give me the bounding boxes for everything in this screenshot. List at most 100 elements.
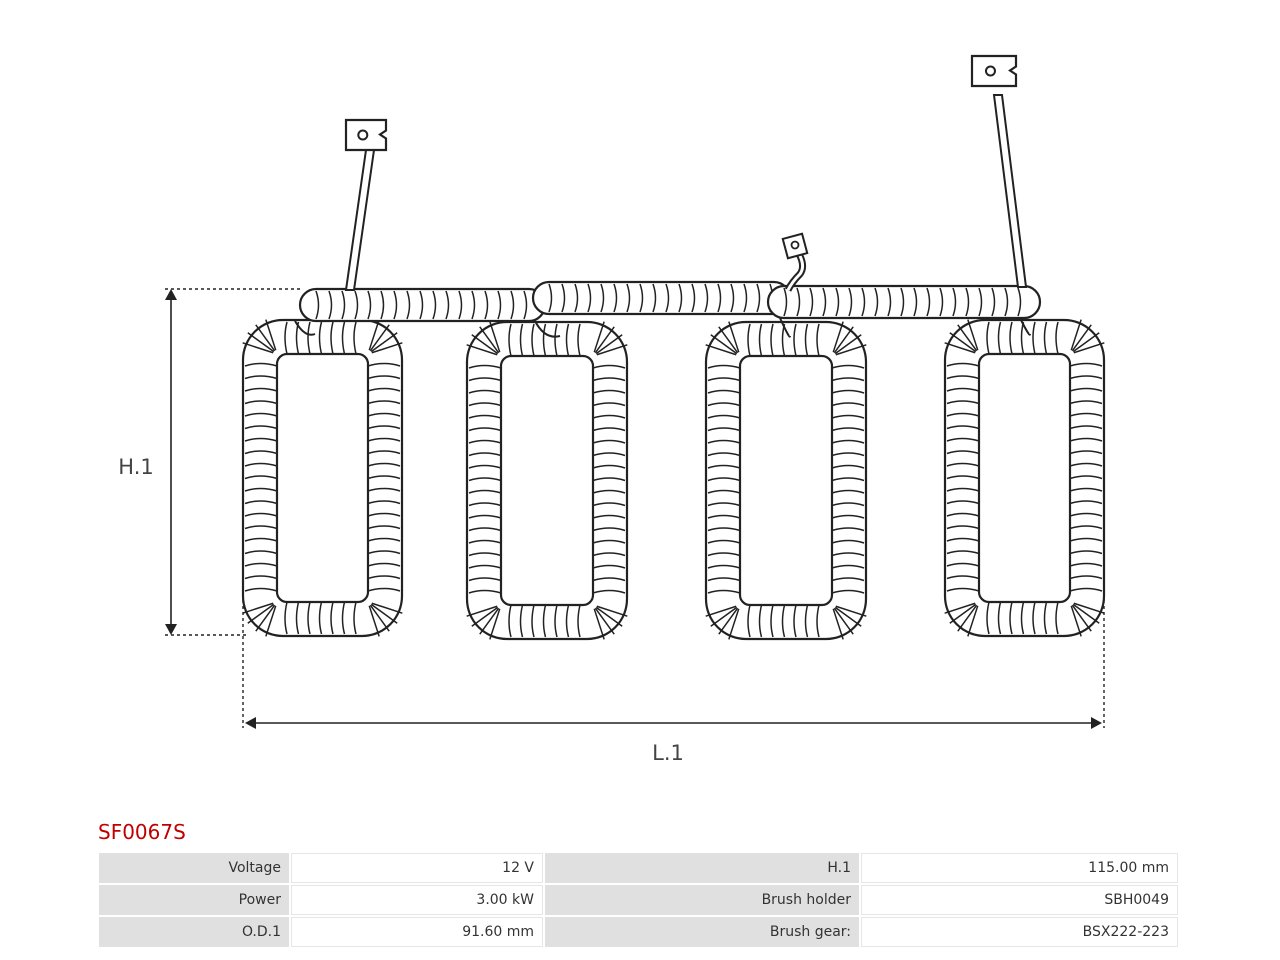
bus-winding-mark [809,287,814,317]
winding-mark [1072,603,1100,624]
winding-mark [1069,462,1103,467]
bus-winding-mark [484,290,489,320]
coil-inner [738,354,834,607]
bus-winding-mark [380,290,385,320]
winding-mark [577,323,581,357]
winding-mark [367,562,401,567]
winding-mark [592,402,626,407]
winding-mark [244,550,278,555]
winding-mark [944,602,976,614]
bus-winding-mark [900,287,905,317]
winding-mark [997,321,1002,355]
winding-mark [592,527,626,532]
winding-mark [592,502,626,507]
winding-mark [986,321,990,355]
winding-mark [1069,550,1103,555]
winding-mark [946,537,980,542]
winding-mark [554,323,558,357]
winding-mark [265,605,277,637]
winding-mark [1069,525,1103,530]
spec-value: SBH0049 [861,885,1178,915]
winding-mark [946,462,980,467]
winding-mark [834,334,862,355]
winding-mark [831,577,865,582]
bus-winding-mark [354,290,359,320]
part-code: SF0067S [98,820,186,844]
spec-value: 12 V [291,853,543,883]
height-arrow-top [165,289,177,300]
winding-mark [946,475,980,480]
bus-winding-mark [848,287,853,317]
winding-mark [1069,437,1103,442]
winding-mark [1069,425,1103,430]
dimension-lines [165,288,1105,729]
bus-winding-mark [743,283,748,313]
winding-mark [244,462,278,467]
winding-mark [831,402,865,407]
field-coils [241,318,1106,641]
winding-mark [1071,324,1092,352]
bus-segment [531,280,792,316]
winding-mark [367,525,401,530]
winding-mark [1069,487,1103,492]
spec-label: Brush gear: [545,917,859,947]
bus-winding-mark [783,287,788,317]
winding-mark [1069,450,1103,455]
bus-winding-mark [704,283,709,313]
winding-mark [707,464,741,469]
winding-mark [367,450,401,455]
winding-mark [946,512,980,517]
bus-winding-mark [1017,287,1022,317]
winding-mark [330,321,334,355]
winding-mark [468,389,502,394]
winding-mark [1069,500,1103,505]
bus-winding-mark [678,283,683,313]
winding-mark [758,604,763,638]
winding-mark [946,437,980,442]
winding-mark [367,475,401,480]
winding-mark [1070,605,1082,637]
winding-mark [946,525,980,530]
winding-mark [596,605,628,617]
winding-mark [946,387,980,392]
winding-mark [592,414,626,419]
winding-mark [592,364,626,369]
winding-mark [707,589,741,594]
winding-mark [705,344,737,356]
bus-winding-mark [341,290,346,320]
coil-inner [275,352,370,604]
winding-mark [595,606,623,627]
winding-mark [946,400,980,405]
winding-mark [307,321,311,355]
winding-mark [707,527,741,532]
winding-mark [707,477,741,482]
bus-winding-mark [717,283,722,313]
bus-winding-mark [497,290,502,320]
connection-bus [294,280,1042,338]
winding-mark [593,321,605,353]
winding-mark [946,487,980,492]
winding-mark [468,452,502,457]
winding-mark [781,604,786,638]
winding-mark [369,604,390,632]
bus-winding-mark [587,283,592,313]
winding-mark [244,400,278,405]
winding-mark [946,587,980,592]
bus-winding-mark [406,290,411,320]
winding-mark [519,323,524,357]
winding-mark [592,477,626,482]
winding-mark [367,550,401,555]
bus-segment [766,284,1042,320]
bus-winding-mark [626,283,631,313]
winding-mark [244,500,278,505]
winding-mark [592,577,626,582]
field-coil [241,318,404,638]
terminals [344,54,1028,292]
winding-mark [1069,475,1103,480]
winding-mark [707,577,741,582]
bus-winding-mark [978,287,983,317]
winding-mark [1020,601,1025,635]
